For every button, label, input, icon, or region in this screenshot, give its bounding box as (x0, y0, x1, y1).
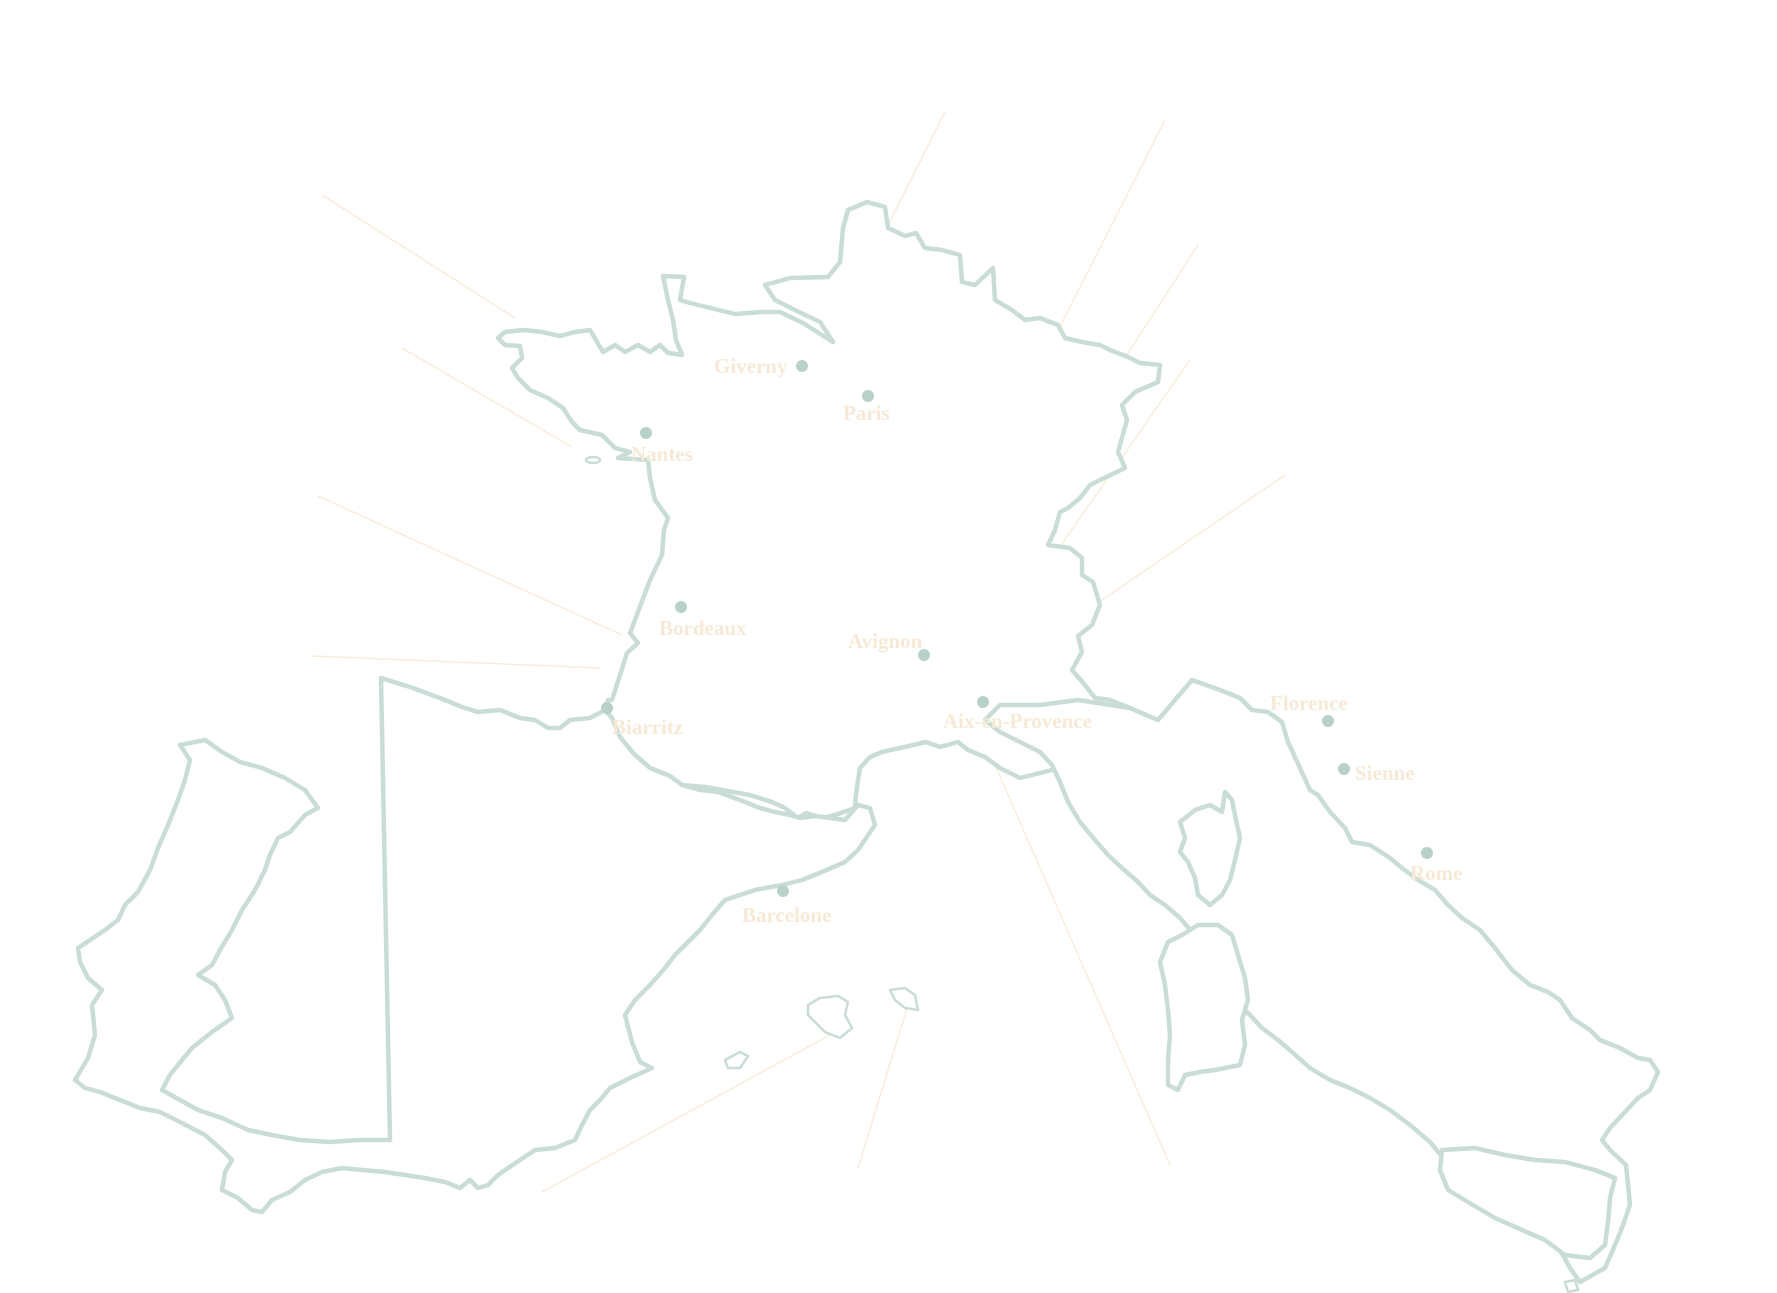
city-label-rome: Rome (1410, 861, 1462, 885)
mallorca-outline (806, 994, 854, 1040)
city-marker-aix: Aix-en-Provence (943, 696, 1092, 733)
iberia-outline (72, 675, 878, 1215)
city-label-florence: Florence (1270, 691, 1348, 715)
city-label-biarritz: Biarritz (612, 715, 683, 739)
ray-line (994, 764, 1171, 1166)
city-dot-avignon (918, 649, 930, 661)
city-markers: GivernyParisNantesBordeauxAvignonBiarrit… (601, 354, 1462, 927)
city-label-aix: Aix-en-Provence (943, 709, 1092, 733)
ray-line (321, 194, 516, 319)
ray-line (541, 1034, 831, 1193)
city-marker-giverny: Giverny (714, 354, 808, 378)
city-dot-aix (977, 696, 989, 708)
city-label-nantes: Nantes (631, 442, 693, 466)
city-dot-barcelone (777, 885, 789, 897)
city-marker-paris: Paris (843, 390, 890, 425)
city-marker-florence: Florence (1270, 691, 1348, 727)
city-dot-giverny (796, 360, 808, 372)
city-marker-nantes: Nantes (631, 427, 693, 466)
city-dot-nantes (640, 427, 652, 439)
city-marker-avignon: Avignon (848, 629, 930, 661)
island-outline (1563, 1278, 1580, 1293)
city-label-avignon: Avignon (848, 629, 923, 653)
ray-line (857, 1004, 909, 1169)
ray-line (317, 495, 623, 636)
city-label-sienne: Sienne (1355, 761, 1415, 785)
ibiza-outline (723, 1050, 750, 1070)
city-marker-biarritz: Biarritz (601, 702, 683, 739)
city-dot-bordeaux (675, 601, 687, 613)
city-label-paris: Paris (843, 401, 890, 425)
menorca-outline (888, 986, 920, 1012)
ray-line (311, 655, 601, 669)
island-outline (584, 455, 602, 465)
italy-outline (982, 677, 1661, 1285)
city-dot-sienne (1338, 763, 1350, 775)
city-dot-rome (1421, 847, 1433, 859)
city-dot-biarritz (601, 702, 613, 714)
sicily-outline (1437, 1145, 1618, 1261)
city-dot-florence (1322, 715, 1334, 727)
city-label-barcelone: Barcelone (742, 903, 831, 927)
city-label-giverny: Giverny (714, 354, 788, 378)
sardinia-outline (1157, 922, 1251, 1093)
city-label-bordeaux: Bordeaux (659, 616, 747, 640)
france-outline (495, 199, 1163, 821)
city-marker-barcelone: Barcelone (742, 885, 831, 927)
city-dot-paris (862, 390, 874, 402)
ray-line (401, 347, 573, 448)
city-marker-bordeaux: Bordeaux (659, 601, 747, 640)
city-marker-sienne: Sienne (1338, 761, 1415, 785)
corsica-outline (1177, 789, 1243, 908)
city-marker-rome: Rome (1410, 847, 1462, 885)
